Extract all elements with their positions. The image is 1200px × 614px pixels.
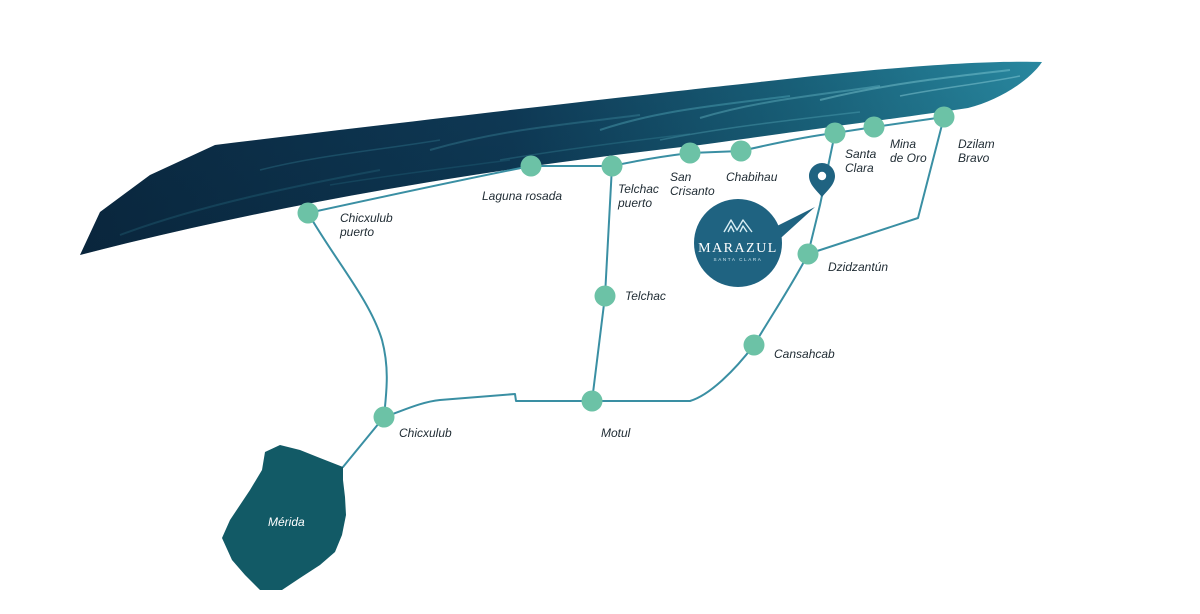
road-chicxulub-to-motul: [383, 393, 593, 418]
town-label-dzidzantun: Dzidzantún: [828, 260, 888, 274]
town-label-telchac: Telchac: [625, 289, 666, 303]
town-node-motul: [581, 390, 603, 412]
mountain-peaks-icon: [723, 219, 753, 233]
brand-name: MARAZUL: [698, 241, 778, 256]
road-chicxulub-puerto-to-chicxulub: [307, 212, 388, 418]
merida-area: Mérida: [222, 445, 346, 590]
merida-shape: [222, 445, 346, 590]
town-node-chicxulub: [373, 406, 395, 428]
road-dzidzantun-to-dzilam-bravo: [807, 116, 945, 255]
town-node-dzidzantun: [797, 243, 819, 265]
town-label-chabihau: Chabihau: [726, 170, 778, 184]
town-label-laguna-rosada: Laguna rosada: [482, 189, 562, 203]
town-node-telchac-puerto: [601, 155, 623, 177]
road-telchac-puerto-to-motul: [591, 165, 613, 402]
logo-circle: [694, 199, 782, 287]
town-node-santa-clara: [824, 122, 846, 144]
road-coastal: [307, 116, 945, 214]
road-motul-to-dzidzantun: [591, 253, 809, 402]
road-dzidzantun-to-santa-clara: [807, 132, 836, 255]
merida-label: Mérida: [268, 515, 305, 529]
town-label-motul: Motul: [601, 426, 631, 440]
road-chicxulub-to-merida: [342, 416, 385, 468]
location-pin-icon: [809, 163, 835, 197]
town-node-laguna-rosada: [520, 155, 542, 177]
town-node-chicxulub-puerto: [297, 202, 319, 224]
town-node-chabihau: [730, 140, 752, 162]
town-node-cansahcab: [743, 334, 765, 356]
town-node-mina-de-oro: [863, 116, 885, 138]
town-label-chicxulub: Chicxulub: [399, 426, 452, 440]
town-node-telchac: [594, 285, 616, 307]
marazul-logo: MARAZUL SANTA CLARA: [694, 199, 815, 287]
town-node-dzilam-bravo: [933, 106, 955, 128]
town-node-san-crisanto: [679, 142, 701, 164]
town-label-cansahcab: Cansahcab: [774, 347, 835, 361]
brand-subtitle: SANTA CLARA: [714, 257, 763, 262]
